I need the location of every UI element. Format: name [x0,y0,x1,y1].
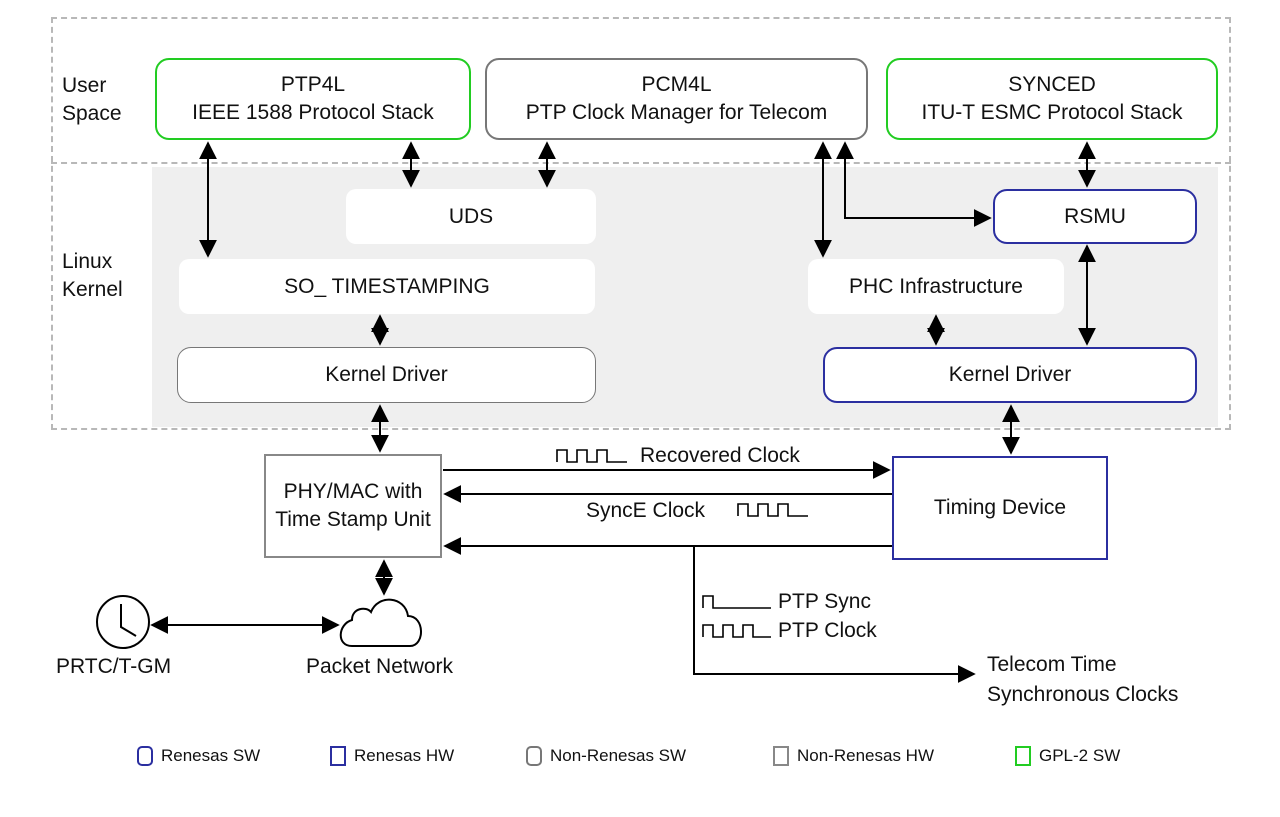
legend-label: Non-Renesas SW [550,746,687,765]
telecom-line2: Synchronous Clocks [987,683,1179,706]
uds-label: UDS [448,204,494,228]
pcm4l-title: PCM4L [641,73,712,96]
legend-label: Renesas SW [161,746,261,765]
legend-swatch-non-renesas-hw [773,746,789,766]
phc-infrastructure-box[interactable]: PHC Infrastructure [808,259,1064,314]
telecom-line1: Telecom Time [987,653,1117,676]
so-timestamping-label: SO_ TIMESTAMPING [284,274,490,298]
timing-device-box[interactable]: Timing Device [892,456,1108,560]
legend-label: Renesas HW [354,746,455,765]
recovered-clock-label: Recovered Clock [640,444,800,467]
ptp4l-box[interactable]: PTP4L IEEE 1588 Protocol Stack [155,58,471,140]
legend-gpl2-sw: GPL-2 SW [1015,746,1120,766]
kernel-driver-left-label: Kernel Driver [325,363,448,386]
prtc-clock-icon [96,595,150,649]
legend-renesas-hw: Renesas HW [330,746,454,766]
telecom-clocks-label: Telecom Time Synchronous Clocks [987,652,1178,708]
kernel-driver-left-box[interactable]: Kernel Driver [177,347,596,403]
ptp-clock-label: PTP Clock [778,619,877,642]
legend-non-renesas-hw: Non-Renesas HW [773,746,934,766]
user-space-line1: User [62,74,107,97]
legend-label: GPL-2 SW [1039,746,1121,765]
legend-non-renesas-sw: Non-Renesas SW [526,746,686,766]
recovered-clock-waveform-icon [556,449,627,463]
synce-clock-waveform-icon [737,503,808,517]
synced-box[interactable]: SYNCED ITU-T ESMC Protocol Stack [886,58,1218,140]
layer-divider [51,162,1231,164]
user-space-label: User Space [62,72,122,128]
phy-mac-line1: PHY/MAC with [283,480,423,503]
diagram-frame [51,17,1231,430]
legend-label: Non-Renesas HW [797,746,934,765]
arrow-telecom-clocks [693,546,976,683]
linux-kernel-line1: Linux [62,250,113,273]
packet-network-label: Packet Network [306,655,454,678]
rsmu-box[interactable]: RSMU [993,189,1197,244]
phc-infrastructure-label: PHC Infrastructure [849,274,1023,298]
uds-box[interactable]: UDS [346,189,596,244]
packet-network-cloud-icon [339,598,422,647]
legend-swatch-renesas-hw [330,746,346,766]
kernel-driver-right-box[interactable]: Kernel Driver [823,347,1197,403]
linux-kernel-line2: Kernel [62,278,123,301]
kernel-driver-right-label: Kernel Driver [948,363,1072,386]
ptp4l-subtitle: IEEE 1588 Protocol Stack [192,101,434,124]
ptp4l-title: PTP4L [280,73,346,96]
phy-mac-box[interactable]: PHY/MAC with Time Stamp Unit [264,454,442,558]
legend-swatch-gpl2-sw [1015,746,1031,766]
linux-kernel-label: Linux Kernel [62,248,123,304]
synce-clock-label: SyncE Clock [586,499,706,522]
phy-mac-line2: Time Stamp Unit [275,508,431,531]
arrow-pcm4l-rsmu [836,141,992,227]
pcm4l-box[interactable]: PCM4L PTP Clock Manager for Telecom [485,58,868,140]
synced-title: SYNCED [1008,73,1096,96]
rsmu-label: RSMU [1064,204,1126,228]
legend-swatch-non-renesas-sw [526,746,542,766]
legend-renesas-sw: Renesas SW [137,746,260,766]
legend-swatch-renesas-sw [137,746,153,766]
timing-device-label: Timing Device [933,496,1067,519]
ptp-sync-label: PTP Sync [778,590,871,613]
pcm4l-subtitle: PTP Clock Manager for Telecom [525,101,828,124]
user-space-line2: Space [62,102,122,125]
ptp-clock-waveform-icon [702,624,771,638]
prtc-label: PRTC/T-GM [56,655,172,678]
ptp-sync-waveform-icon [702,595,771,609]
synced-subtitle: ITU-T ESMC Protocol Stack [921,101,1183,124]
so-timestamping-box[interactable]: SO_ TIMESTAMPING [179,259,595,314]
